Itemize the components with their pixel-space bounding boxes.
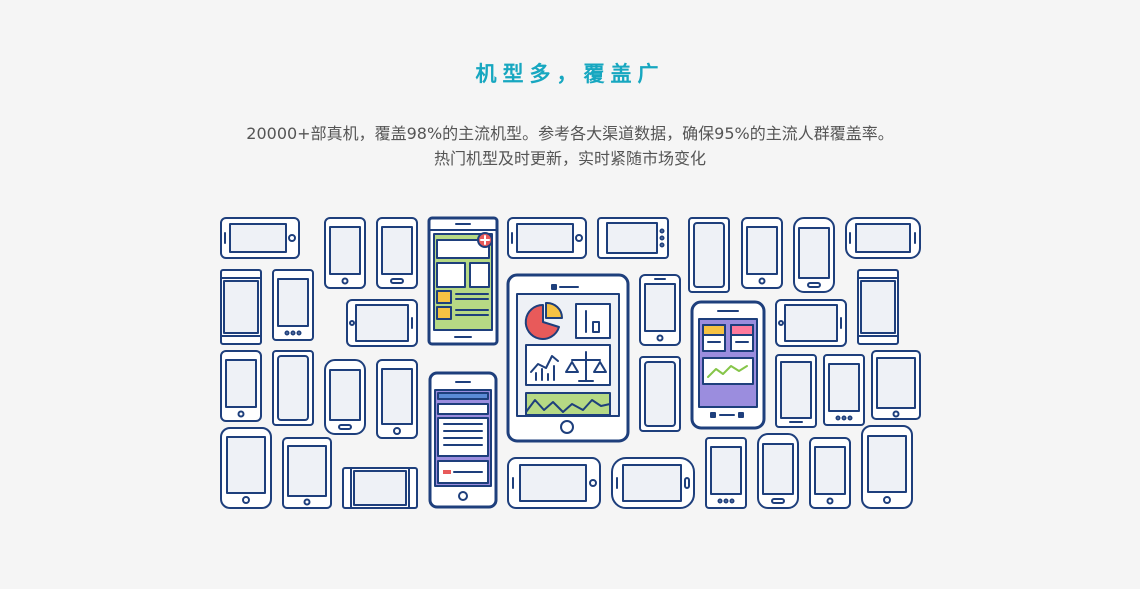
- phone-portrait-icon: [793, 217, 835, 293]
- description-line-1: 20000+部真机，覆盖98%的主流机型。参考各大渠道数据，确保95%的主流人群…: [246, 124, 894, 143]
- phone-portrait-icon: [757, 433, 799, 509]
- description-line-2: 热门机型及时更新，实时紧随市场变化: [433, 149, 706, 168]
- featured-tablet-dashboard-icon: [506, 273, 630, 443]
- phone-portrait-icon: [688, 217, 730, 293]
- phone-landscape-icon: [597, 217, 669, 259]
- phone-portrait-icon: [857, 269, 899, 345]
- phone-portrait-icon: [639, 356, 681, 432]
- phone-portrait-icon: [823, 354, 865, 426]
- phone-portrait-icon: [809, 437, 851, 509]
- phone-landscape-icon: [342, 467, 418, 509]
- phone-portrait-icon: [272, 350, 314, 426]
- phone-landscape-icon: [611, 457, 695, 509]
- phone-portrait-icon: [861, 425, 913, 509]
- phone-landscape-icon: [775, 299, 847, 347]
- phone-portrait-icon: [324, 359, 366, 435]
- phone-landscape-icon: [220, 217, 300, 259]
- featured-phone-analytics-icon: [690, 300, 766, 430]
- phone-portrait-icon: [376, 217, 418, 289]
- phone-landscape-icon: [507, 217, 587, 259]
- phone-portrait-icon: [282, 437, 332, 509]
- phone-portrait-icon: [220, 427, 272, 509]
- section-title: 机型多，覆盖广: [475, 62, 665, 86]
- phone-portrait-icon: [272, 269, 314, 341]
- phone-portrait-icon: [220, 269, 262, 345]
- phone-landscape-icon: [845, 217, 921, 259]
- section-description: 20000+部真机，覆盖98%的主流机型。参考各大渠道数据，确保95%的主流人群…: [0, 121, 1140, 171]
- phone-landscape-icon: [346, 299, 418, 347]
- featured-phone-news-icon: [427, 216, 499, 346]
- phone-portrait-icon: [324, 217, 366, 289]
- phone-portrait-icon: [705, 437, 747, 509]
- phone-portrait-icon: [220, 350, 262, 422]
- phone-portrait-icon: [871, 350, 921, 420]
- phone-portrait-icon: [639, 274, 681, 346]
- phone-portrait-icon: [376, 359, 418, 439]
- phone-landscape-icon: [507, 457, 601, 509]
- phone-portrait-icon: [775, 354, 817, 428]
- phone-portrait-icon: [741, 217, 783, 289]
- featured-phone-list-icon: [428, 371, 498, 509]
